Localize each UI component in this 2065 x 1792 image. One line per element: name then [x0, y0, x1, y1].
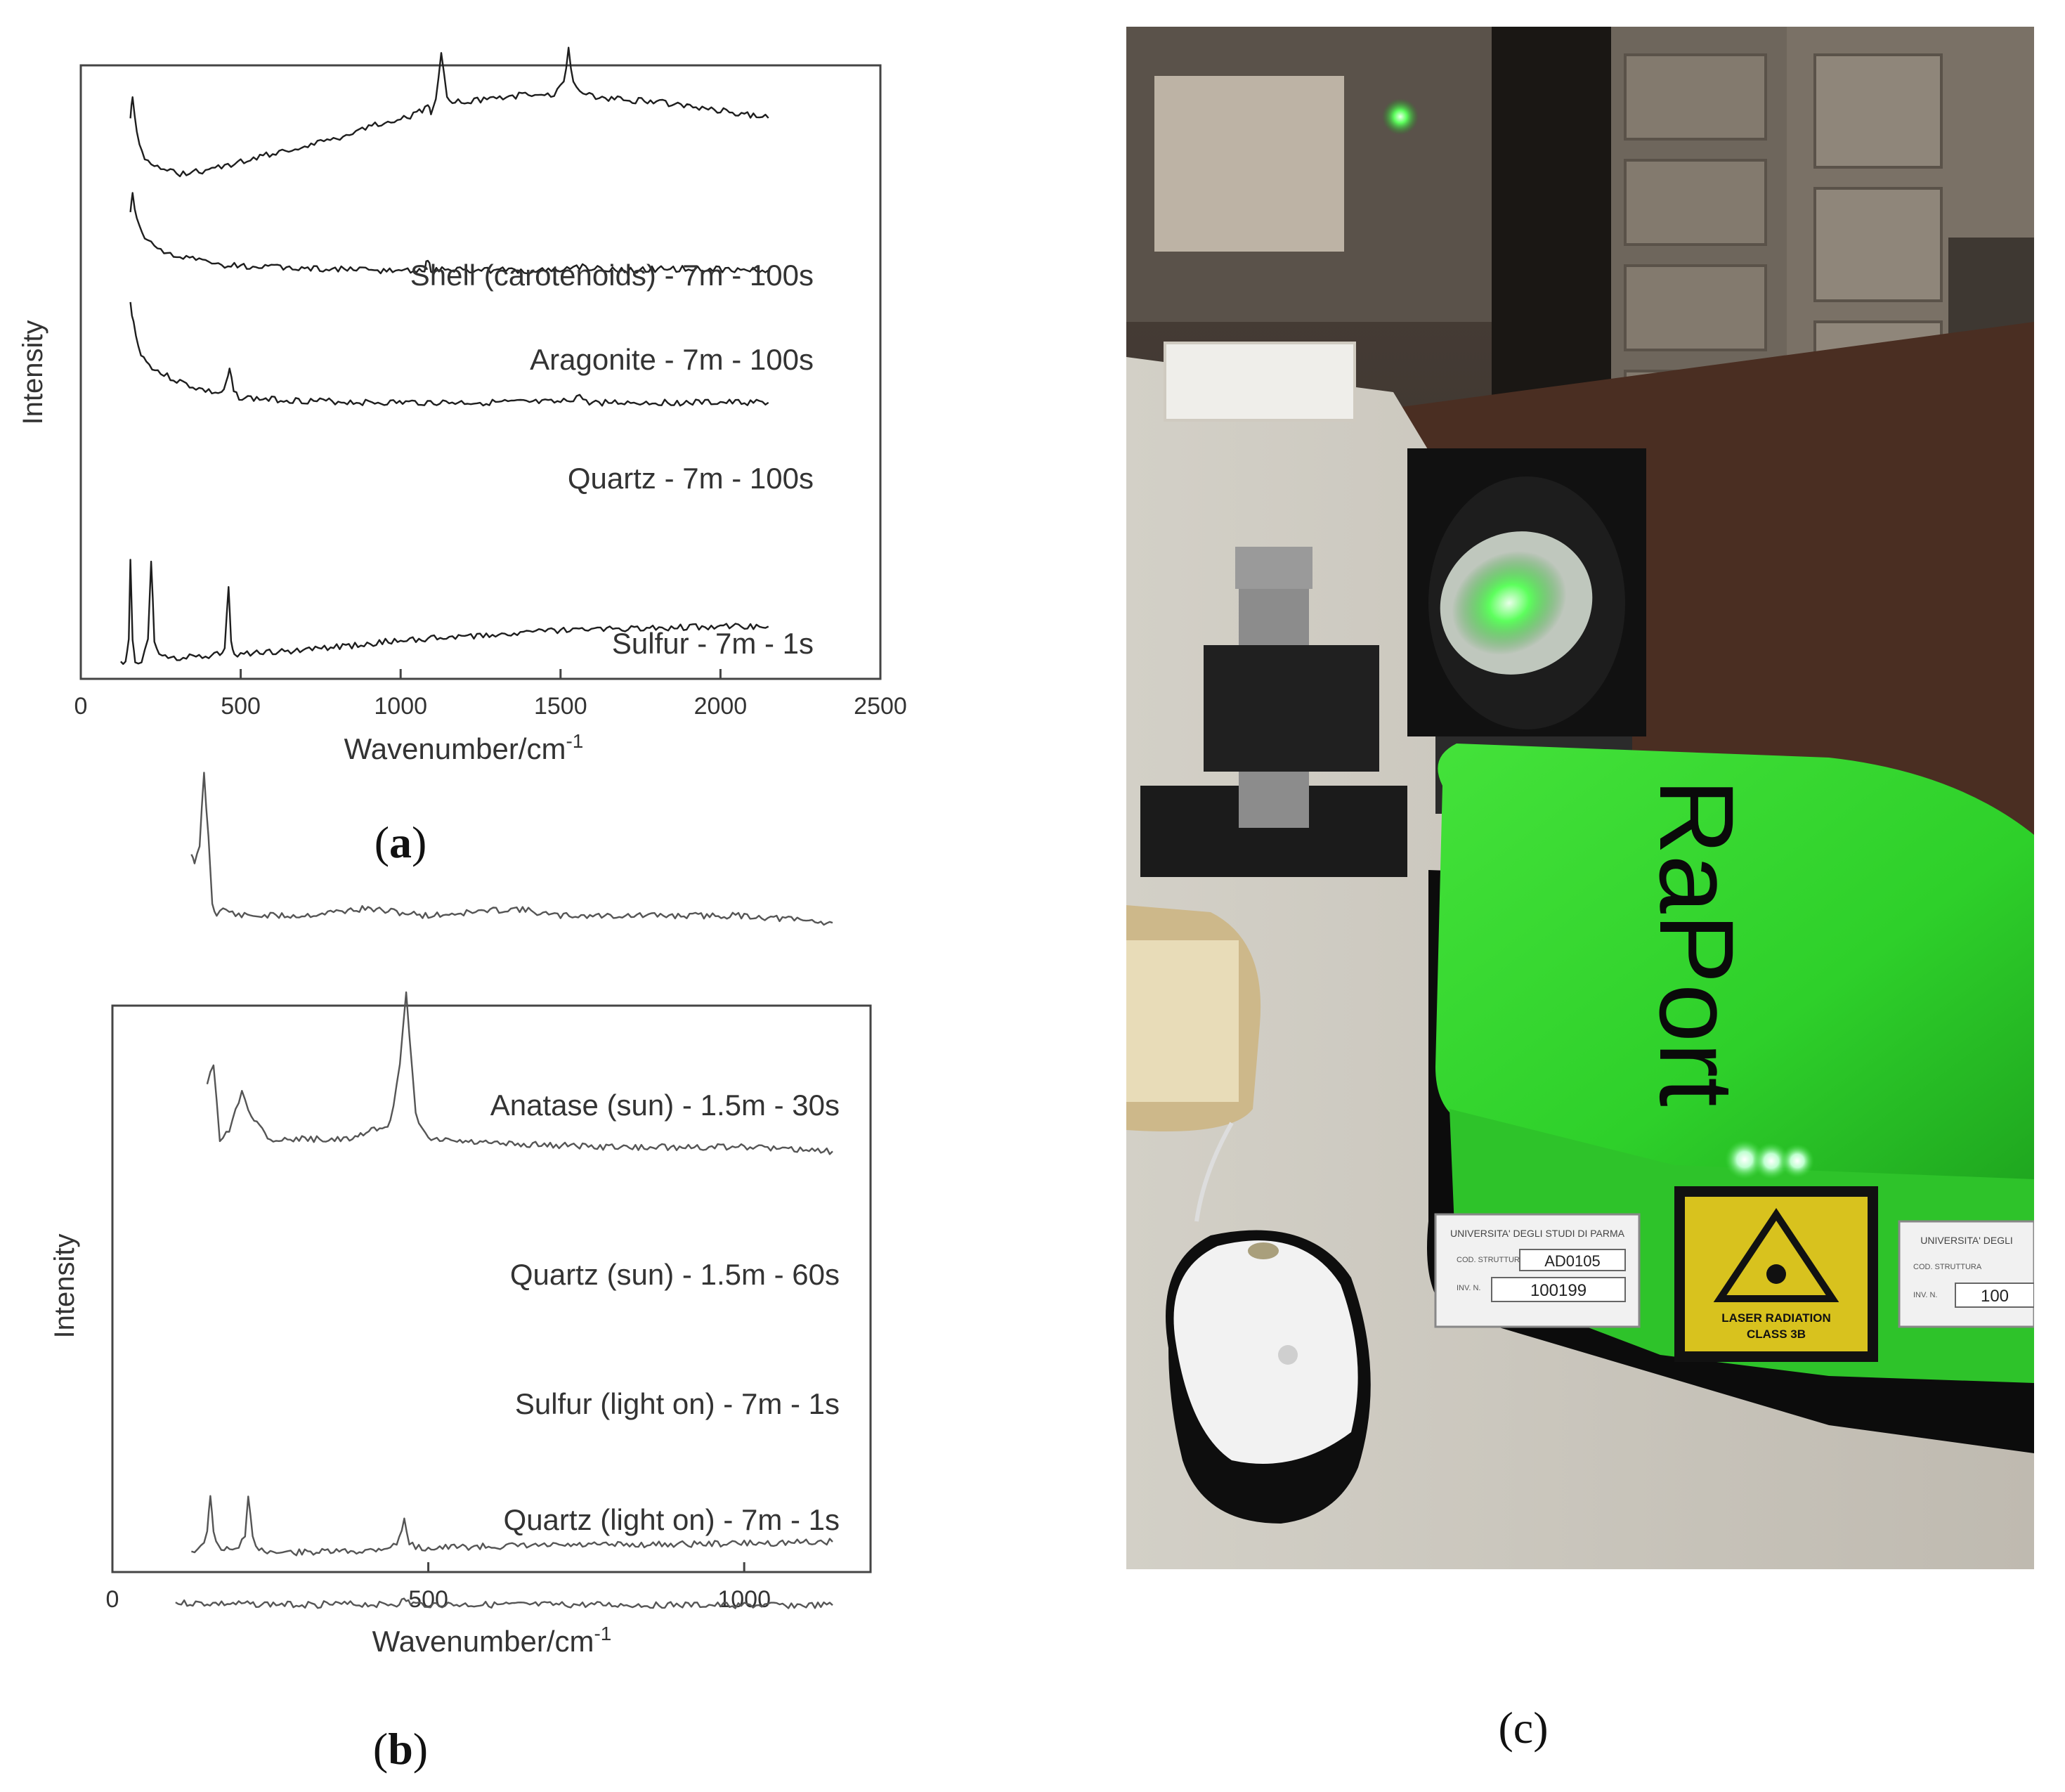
series-line-b-1 — [206, 991, 833, 1155]
svg-text:COD. STRUTTURA: COD. STRUTTURA — [1457, 1256, 1525, 1264]
series-line-a-2 — [129, 301, 769, 407]
chart-b-frame — [111, 1004, 872, 1573]
x-tick-label: 500 — [221, 693, 261, 720]
svg-text:UNIVERSITA' DEGLI: UNIVERSITA' DEGLI — [1920, 1235, 2013, 1246]
chart-b-series — [175, 772, 833, 1609]
series-label-aragonite: Aragonite - 7m - 100s — [530, 343, 814, 376]
series-label-quartz-sun: Quartz (sun) - 1.5m - 60s — [510, 1258, 840, 1291]
svg-text:100199: 100199 — [1530, 1281, 1587, 1300]
x-tick-label: 1000 — [374, 693, 427, 720]
series-label-shell: Shell (carotenoids) - 7m - 100s — [410, 259, 814, 292]
series-label-quartz: Quartz - 7m - 100s — [568, 462, 814, 495]
chart-a-frame — [79, 64, 882, 680]
chart-a-ylabel: Intensity — [18, 320, 48, 425]
series-label-sulfur-light: Sulfur (light on) - 7m - 1s — [515, 1387, 840, 1420]
series-line-b-0 — [190, 772, 833, 926]
photo-doorway — [1154, 76, 1344, 252]
series-line-a-0 — [129, 46, 769, 178]
x-tick-label: 500 — [408, 1586, 448, 1613]
series-label-sulfur: Sulfur - 7m - 1s — [612, 627, 814, 660]
chart-a-x-ticks: 0 500 1000 1500 2000 2500 — [74, 669, 907, 720]
svg-text:100: 100 — [1981, 1287, 2009, 1306]
photo-mouse — [1166, 1122, 1371, 1524]
photo-raport-device: RaPort UNIVERSITA' DEGLI STUDI DI PARMA … — [1427, 744, 2034, 1453]
series-line-b-3 — [175, 1597, 833, 1609]
x-tick-label: 2000 — [694, 693, 748, 720]
photo-far-green-light — [1382, 98, 1419, 135]
series-line-b-2 — [191, 1495, 833, 1557]
series-label-anatase-sun: Anatase (sun) - 1.5m - 30s — [490, 1089, 840, 1122]
photo-laser-spot — [1452, 550, 1567, 656]
svg-text:INV. N.: INV. N. — [1913, 1291, 1937, 1299]
photo-white-tray — [1164, 342, 1356, 422]
photo-raport-setup: RaPort UNIVERSITA' DEGLI STUDI DI PARMA … — [1126, 27, 2034, 1569]
photo-keyboard — [1126, 905, 1261, 1131]
svg-text:INV. N.: INV. N. — [1457, 1284, 1480, 1292]
photo-led-3 — [1780, 1144, 1814, 1178]
chart-a-xlabel: Wavenumber/cm-1 — [344, 730, 584, 765]
photo-led-1 — [1725, 1140, 1764, 1179]
chart-a-series — [120, 46, 769, 665]
photo-dark-door — [1492, 27, 1611, 448]
photo-led-2 — [1753, 1143, 1790, 1179]
x-tick-label: 1500 — [534, 693, 587, 720]
x-tick-label: 0 — [74, 693, 88, 720]
series-line-a-1 — [129, 192, 769, 275]
svg-text:UNIVERSITA' DEGLI STUDI DI PAR: UNIVERSITA' DEGLI STUDI DI PARMA — [1450, 1228, 1625, 1239]
svg-text:COD. STRUTTURA: COD. STRUTTURA — [1913, 1263, 1982, 1271]
chart-a: 0 500 1000 1500 2000 2500 Intensity Wavenumbe… — [18, 46, 907, 867]
svg-text:CLASS 3B: CLASS 3B — [1747, 1327, 1806, 1341]
chart-a-series-labels: Shell (carotenoids) - 7m - 100s Aragonit… — [410, 259, 814, 660]
panel-label-c: (c) — [1498, 1703, 1548, 1753]
photo-laser-warning-sign: LASER RADIATION CLASS 3B — [1674, 1186, 1878, 1362]
svg-text:AD0105: AD0105 — [1544, 1252, 1601, 1270]
svg-text:LASER RADIATION: LASER RADIATION — [1721, 1311, 1831, 1325]
x-tick-label: 1000 — [717, 1586, 771, 1613]
chart-b-xlabel: Wavenumber/cm-1 — [372, 1623, 612, 1658]
series-label-quartz-light: Quartz (light on) - 7m - 1s — [504, 1503, 840, 1536]
laser-warning-icon — [1713, 1207, 1839, 1302]
chart-b: 0 500 1000 Intensity Wavenumber/cm-1 Anata… — [49, 772, 872, 1774]
panel-label-a: (a) — [374, 817, 427, 867]
chart-b-ylabel: Intensity — [49, 1234, 80, 1339]
chart-b-x-ticks: 0 500 1000 — [106, 1562, 771, 1613]
x-tick-label: 0 — [106, 1586, 119, 1613]
photo-sticker-right: UNIVERSITA' DEGLI COD. STRUTTURA INV. N.… — [1898, 1220, 2034, 1328]
series-line-a-3 — [120, 559, 769, 665]
panel-label-b: (b) — [373, 1724, 428, 1774]
chart-b-series-labels: Anatase (sun) - 1.5m - 30s Quartz (sun) … — [490, 1089, 840, 1536]
photo-sticker-left: UNIVERSITA' DEGLI STUDI DI PARMA COD. ST… — [1434, 1213, 1641, 1328]
photo-device-text: RaPort — [1638, 779, 1756, 1107]
x-tick-label: 2500 — [854, 693, 907, 720]
